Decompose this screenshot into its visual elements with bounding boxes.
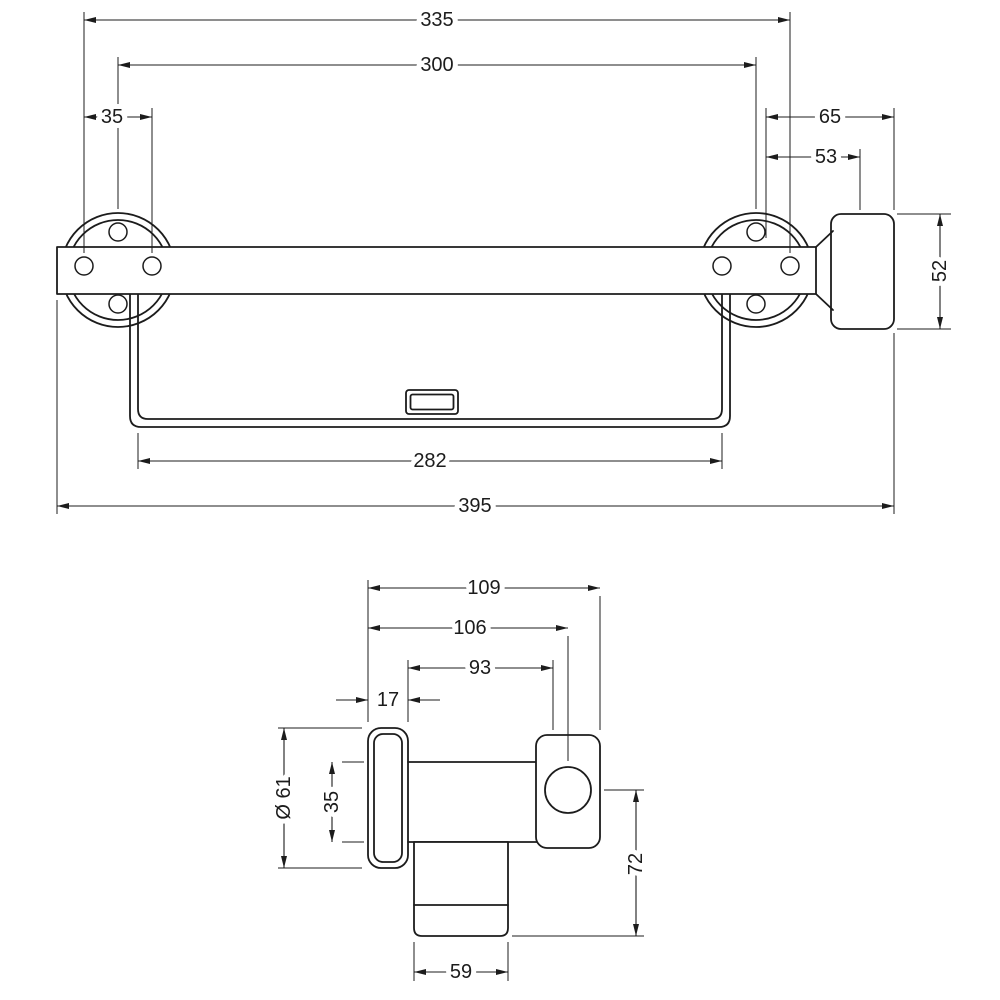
dim-93: 93: [408, 652, 553, 684]
dim-300-label: 300: [420, 54, 453, 76]
dim-35-side: 35: [316, 762, 348, 842]
dim-52: 52: [924, 214, 956, 329]
grab-bar: [56, 246, 817, 295]
dim-109-label: 109: [467, 577, 500, 599]
front-extension-lines: [56, 12, 951, 514]
side-bar-profile: [407, 761, 541, 843]
dim-395: 395: [57, 490, 894, 522]
dim-65-label: 65: [819, 106, 841, 128]
dim-282-label: 282: [413, 450, 446, 472]
pivot-circle: [544, 766, 592, 814]
dim-53: 53: [766, 141, 860, 173]
dim-35-side-label: 35: [321, 791, 343, 813]
dim-35-front-label: 35: [101, 106, 123, 128]
dim-35-front: 35: [84, 101, 152, 133]
dim-52-label: 52: [929, 260, 951, 282]
dim-106: 106: [368, 612, 568, 644]
dim-335: 335: [84, 4, 790, 36]
dim-72-label: 72: [625, 853, 647, 875]
dim-72: 72: [620, 790, 652, 936]
dim-59: 59: [414, 956, 508, 988]
dim-106-label: 106: [453, 617, 486, 639]
dim-395-label: 395: [458, 495, 491, 517]
dim-17: 17: [336, 684, 440, 716]
side-end-block: [535, 734, 601, 849]
dim-335-label: 335: [420, 9, 453, 31]
dim-109: 109: [368, 572, 600, 604]
dim-65: 65: [766, 101, 894, 133]
dim-dia-61-label: Ø 61: [273, 776, 295, 819]
screw-holes: [74, 222, 800, 314]
side-view: 109 106 93 17 Ø 61 35 72: [268, 572, 652, 988]
side-shelf: [413, 841, 509, 937]
towel-shelf: [129, 293, 731, 428]
brand-tag: [405, 389, 459, 415]
side-wall-flange: [367, 727, 409, 869]
dim-53-label: 53: [815, 146, 837, 168]
dim-dia-61: Ø 61: [268, 728, 300, 868]
dim-59-label: 59: [450, 961, 472, 983]
dim-17-label: 17: [377, 689, 399, 711]
dim-300: 300: [118, 49, 756, 81]
dim-93-label: 93: [469, 657, 491, 679]
front-view: 335 300 35 65 53 52 282 395: [56, 4, 956, 522]
dim-282: 282: [138, 445, 722, 477]
wall-plate: [815, 213, 895, 330]
